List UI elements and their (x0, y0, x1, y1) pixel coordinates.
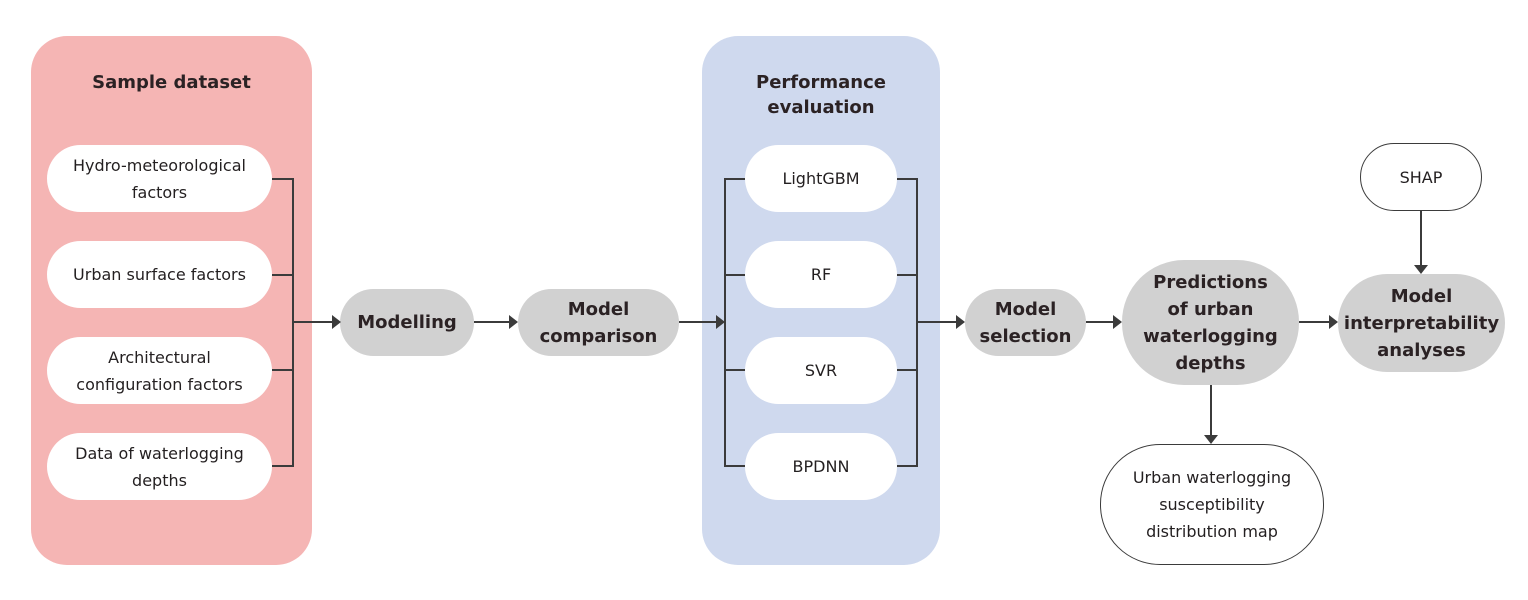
node-label: LightGBM (782, 169, 860, 188)
node-susceptibility-distribution-map[interactable]: Urban waterlogging susceptibility distribu… (1100, 444, 1324, 565)
node-urban-surface-factors[interactable]: Urban surface factors (47, 241, 272, 308)
bracket-evaluation-left (724, 178, 745, 467)
node-model-rf[interactable]: RF (745, 241, 897, 308)
node-label: Data of waterlogging (75, 443, 244, 463)
node-label: Urban waterlogging (1132, 468, 1292, 487)
arrowhead-icon (1329, 315, 1338, 329)
node-label: selection (979, 325, 1072, 347)
node-hydro-meteorological-factors[interactable]: Hydro-meteorological factors (47, 145, 272, 212)
node-label: Model (567, 298, 630, 320)
node-label: SVR (804, 361, 838, 380)
node-label: factors (131, 182, 188, 202)
node-label: BPDNN (792, 457, 850, 476)
arrowhead-icon (956, 315, 965, 329)
node-label: interpretability (1343, 312, 1500, 334)
node-label: Architectural (108, 347, 211, 367)
node-label: Hydro-meteorological (73, 155, 246, 175)
panel-title-line: Performance (756, 72, 886, 93)
performance-evaluation-title: Performance evaluation (702, 70, 940, 120)
bracket-evaluation-right (897, 178, 918, 467)
arrowhead-icon (1204, 435, 1218, 444)
arrowhead-icon (1414, 265, 1428, 274)
node-modelling[interactable]: Modelling (340, 289, 474, 356)
node-label: Modelling (357, 312, 457, 333)
node-label: Predictions (1153, 271, 1268, 293)
node-label: configuration factors (76, 374, 243, 394)
node-label: depths (1175, 352, 1246, 374)
bracket-sample-dataset (272, 178, 294, 467)
panel-title-line: evaluation (767, 97, 875, 118)
node-model-bpdnn[interactable]: BPDNN (745, 433, 897, 500)
node-label: SHAP (1399, 167, 1443, 187)
node-label: Model (994, 298, 1057, 320)
node-architectural-configuration-factors[interactable]: Architectural configuration factors (47, 337, 272, 404)
node-model-svr[interactable]: SVR (745, 337, 897, 404)
arrowhead-icon (716, 315, 725, 329)
node-label: depths (132, 470, 187, 490)
node-label: analyses (1377, 339, 1466, 361)
node-label: Model (1390, 285, 1453, 307)
node-predictions-waterlogging-depths[interactable]: Predictions of urban waterlogging depths (1122, 260, 1299, 385)
node-label: waterlogging (1143, 325, 1278, 347)
arrowhead-icon (509, 315, 518, 329)
node-label: Urban surface factors (73, 265, 246, 284)
node-model-comparison[interactable]: Model comparison (518, 289, 679, 356)
sample-dataset-title: Sample dataset (92, 72, 251, 93)
arrowhead-icon (332, 315, 341, 329)
node-waterlogging-depth-data[interactable]: Data of waterlogging depths (47, 433, 272, 500)
node-model-lightgbm[interactable]: LightGBM (745, 145, 897, 212)
node-label: distribution map (1146, 522, 1278, 541)
node-model-interpretability-analyses[interactable]: Model interpretability analyses (1338, 274, 1505, 372)
arrowhead-icon (1113, 315, 1122, 329)
node-label: RF (810, 265, 832, 284)
node-label: of urban (1167, 298, 1254, 320)
node-label: susceptibility (1159, 495, 1265, 514)
node-shap[interactable]: SHAP (1360, 143, 1482, 211)
node-model-selection[interactable]: Model selection (965, 289, 1086, 356)
node-label: comparison (539, 325, 658, 347)
